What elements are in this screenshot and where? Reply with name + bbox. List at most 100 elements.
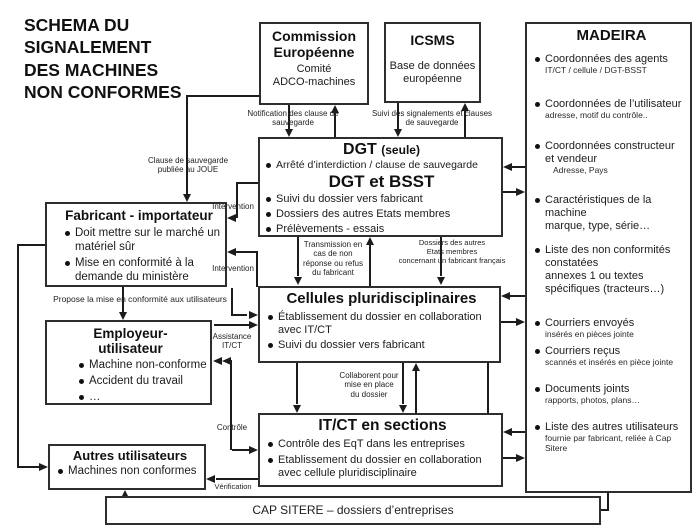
box-madeira: MADEIRA Coordonnées des agents IT/CT / c… bbox=[525, 22, 692, 493]
bullet-icon bbox=[268, 442, 273, 448]
madeira-item-text: Liste des autres utilisateurs fournie pa… bbox=[545, 421, 688, 454]
connector-line bbox=[19, 466, 40, 468]
madeira-item: Documents joints rapports, photos, plans… bbox=[535, 383, 688, 406]
autres-title: Autres utilisateurs bbox=[72, 448, 188, 463]
label-collaborent: Collaborent pour mise en place du dossie… bbox=[339, 371, 399, 399]
arrowhead-down bbox=[183, 194, 191, 202]
connector-line bbox=[288, 105, 290, 130]
arrowhead-down bbox=[437, 277, 445, 285]
bullet-icon bbox=[65, 231, 70, 237]
dgt-bullet-text: Suivi du dossier vers fabricant bbox=[276, 192, 423, 205]
label-intervention-1: Intervention bbox=[212, 202, 254, 211]
itct-bullet: Contrôle des EqT dans les entreprises bbox=[268, 438, 497, 451]
bullet-icon bbox=[268, 314, 273, 320]
box-cellules: Cellules pluridisciplinaires Établisseme… bbox=[258, 286, 501, 363]
fabricant-bullet-text: Doit mettre sur le marché un matériel sû… bbox=[75, 227, 221, 253]
madeira-item-sub: fournie par fabricant, reliée à Cap Site… bbox=[545, 432, 672, 453]
employeur-bullet-text: … bbox=[89, 390, 101, 403]
madeira-item-main: Coordonnées de l’utilisateur bbox=[545, 97, 682, 110]
arrowhead-up bbox=[412, 363, 420, 371]
madeira-item-main: Coordonnées des agents bbox=[545, 52, 668, 65]
madeira-item-text: Coordonnées des agents IT/CT / cellule /… bbox=[545, 53, 668, 76]
arrowhead-left bbox=[213, 357, 222, 365]
madeira-item-text: Liste des non conformités constatées ann… bbox=[545, 244, 670, 296]
arrowhead-down bbox=[293, 405, 301, 413]
label-propose: Propose la mise en conformité aux utilis… bbox=[53, 294, 227, 304]
label-dossiers: Dossiers des autres Etats membres concer… bbox=[398, 238, 506, 265]
dgt-bullet-text: Dossiers des autres Etats membres bbox=[276, 207, 451, 220]
madeira-item: Coordonnées constructeur et vendeur Adre… bbox=[535, 140, 688, 176]
arrowhead-left bbox=[503, 163, 512, 171]
box-employeur: Employeur- utilisateur Machine non-confo… bbox=[45, 320, 212, 405]
madeira-item: Courriers envoyés insérés en pièces join… bbox=[535, 317, 688, 340]
bullet-icon bbox=[58, 468, 63, 474]
connector-line bbox=[402, 363, 404, 404]
connector-line bbox=[232, 449, 249, 451]
employeur-bullet: Accident du travail bbox=[53, 375, 208, 389]
arrowhead-down bbox=[285, 129, 293, 137]
connector-line bbox=[501, 321, 517, 323]
madeira-item: Courriers reçus scannés et insérés en pi… bbox=[535, 345, 688, 368]
arrowhead-right bbox=[516, 454, 525, 462]
madeira-item-main: Courriers reçus bbox=[545, 345, 621, 358]
bullet-icon bbox=[535, 56, 540, 62]
bullet-icon bbox=[79, 394, 84, 400]
madeira-item-sub: Adresse, Pays bbox=[553, 165, 608, 176]
madeira-item-text: Coordonnées constructeur et vendeur Adre… bbox=[545, 140, 675, 176]
madeira-item: Coordonnées des agents IT/CT / cellule /… bbox=[535, 53, 688, 76]
madeira-item-main: Liste des autres utilisateurs bbox=[545, 420, 679, 433]
connector-line bbox=[230, 360, 232, 450]
madeira-item-text: Coordonnées de l’utilisateur adresse, mo… bbox=[545, 98, 681, 121]
capsitere-title: CAP SITERE – dossiers d’entreprises bbox=[252, 503, 454, 517]
fabricant-bullet: Mise en conformité à la demande du minis… bbox=[57, 257, 221, 285]
madeira-item-main: Liste des non conformités constatées ann… bbox=[545, 243, 671, 295]
label-verification: Vérification bbox=[214, 482, 252, 491]
bullet-icon bbox=[268, 343, 273, 349]
arrowhead-right bbox=[249, 446, 258, 454]
madeira-item: Liste des non conformités constatées ann… bbox=[535, 244, 688, 296]
employeur-bullet-text: Machine non-conforme bbox=[89, 359, 207, 372]
arrowhead-down bbox=[119, 312, 127, 320]
connector-line bbox=[511, 431, 525, 433]
dgt-bullet: Arrêté d’interdiction / clause de sauveg… bbox=[266, 159, 497, 172]
itct-bullet-text: Contrôle des EqT dans les entreprises bbox=[278, 438, 465, 451]
madeira-item-main: Coordonnées constructeur et vendeur bbox=[545, 140, 675, 166]
bullet-icon bbox=[79, 379, 84, 385]
connector-line bbox=[607, 493, 609, 511]
box-icsms: ICSMS Base de données européenne bbox=[384, 22, 481, 103]
arrowhead-up bbox=[461, 103, 469, 111]
bullet-icon bbox=[266, 196, 271, 202]
connector-line bbox=[369, 245, 371, 286]
madeira-title: MADEIRA bbox=[576, 27, 647, 44]
madeira-item-sub: IT/CT / cellule / DGT-BSST bbox=[545, 64, 647, 75]
connector-line bbox=[122, 287, 124, 313]
madeira-item-sub: adresse, motif du contrôle.. bbox=[545, 109, 648, 120]
label-assistance: Assistance IT/CT bbox=[212, 332, 252, 351]
madeira-item-text: Courriers envoyés insérés en pièces join… bbox=[545, 317, 634, 340]
cellules-bullet-text: Suivi du dossier vers fabricant bbox=[278, 339, 425, 352]
connector-line bbox=[487, 363, 489, 413]
connector-line bbox=[17, 244, 19, 468]
employeur-bullet: … bbox=[53, 391, 208, 405]
bullet-icon bbox=[535, 387, 540, 393]
arrowhead-left bbox=[206, 475, 215, 483]
cellules-bullet-text: Établissement du dossier en collaboratio… bbox=[278, 310, 482, 336]
arrowhead-left bbox=[227, 214, 236, 222]
box-commission: Commission Européenne Comité ADCO-machin… bbox=[259, 22, 369, 105]
connector-line bbox=[186, 95, 188, 194]
arrowhead-right bbox=[516, 188, 525, 196]
connector-line bbox=[415, 371, 417, 413]
dgt-bullet: Prélèvements - essais bbox=[266, 223, 497, 236]
bullet-icon bbox=[266, 162, 271, 168]
arrowhead-up bbox=[121, 490, 129, 498]
bullet-icon bbox=[268, 457, 273, 463]
connector-line bbox=[235, 251, 257, 253]
label-intervention-2: Intervention bbox=[212, 264, 254, 273]
bullet-icon bbox=[266, 226, 271, 232]
cellules-bullet: Suivi du dossier vers fabricant bbox=[268, 339, 495, 352]
madeira-item: Caractéristiques de la machine marque, t… bbox=[535, 194, 688, 233]
connector-line bbox=[503, 457, 517, 459]
arrowhead-down bbox=[399, 405, 407, 413]
connector-line bbox=[503, 191, 517, 193]
